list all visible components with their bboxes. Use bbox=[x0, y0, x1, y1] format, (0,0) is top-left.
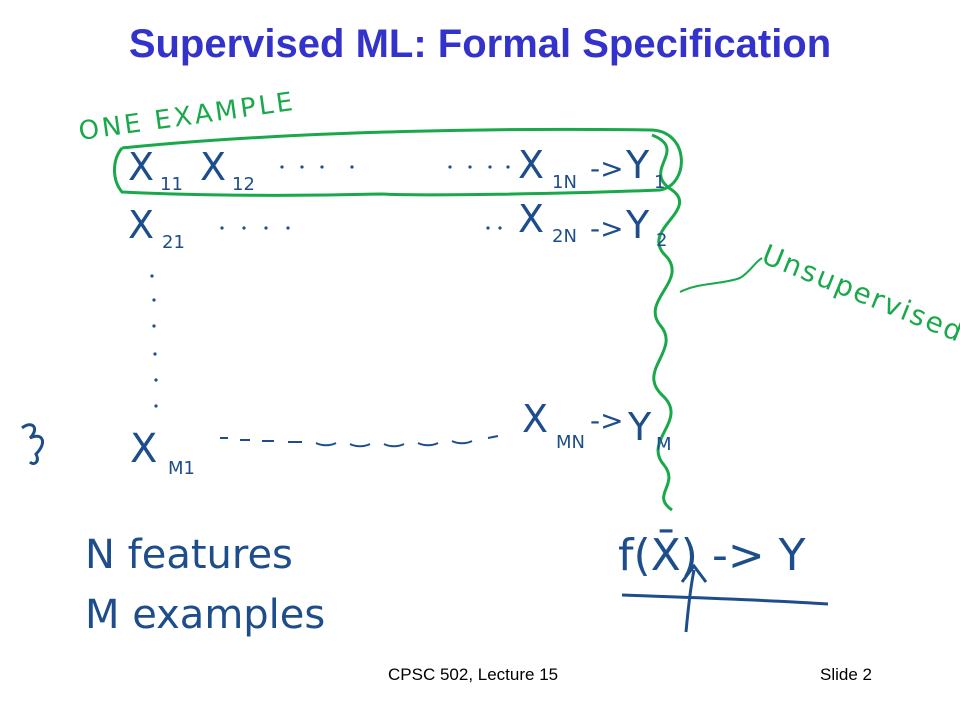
x11-symbol: X bbox=[128, 145, 154, 189]
m-examples-note: M examples bbox=[85, 592, 325, 638]
m-marker bbox=[21, 423, 45, 466]
row-m: X M1 X MN -> Y M bbox=[130, 397, 672, 479]
row-1-dots bbox=[280, 165, 510, 169]
example-box bbox=[113, 127, 683, 197]
xmn-sub: MN bbox=[556, 432, 585, 453]
ym-symbol: Y bbox=[627, 405, 652, 449]
ym-sub: M bbox=[656, 434, 672, 455]
x21-sub: 21 bbox=[162, 232, 185, 253]
function-underline bbox=[621, 593, 829, 606]
y1-symbol: Y bbox=[625, 143, 650, 187]
function-notation: f(X̄) -> Y bbox=[618, 528, 806, 581]
xm1-sub: M1 bbox=[168, 458, 195, 479]
n-features-note: N features bbox=[85, 532, 293, 578]
x2n-sub: 2N bbox=[552, 226, 577, 247]
x12-sub: 12 bbox=[232, 174, 255, 195]
unsupervised-wavy-line bbox=[651, 133, 681, 512]
unsupervised-label: Unsupervised bbox=[757, 238, 960, 349]
input-arrow bbox=[680, 563, 708, 633]
x21-symbol: X bbox=[128, 203, 154, 247]
row-m-dashes bbox=[220, 435, 499, 448]
y2-symbol: Y bbox=[625, 203, 650, 247]
x2n-symbol: X bbox=[518, 197, 544, 241]
row-2-dots bbox=[220, 226, 502, 230]
footer-course: CPSC 502, Lecture 15 bbox=[388, 665, 559, 684]
rowm-arrow: -> bbox=[590, 404, 624, 437]
footer-slide-number: Slide 2 bbox=[820, 665, 872, 684]
row1-arrow: -> bbox=[590, 152, 624, 185]
vertical-dots bbox=[150, 274, 158, 408]
x1n-symbol: X bbox=[518, 143, 544, 187]
x12-symbol: X bbox=[200, 145, 226, 189]
unsupervised-pointer bbox=[679, 257, 763, 293]
slide-title: Supervised ML: Formal Specification bbox=[128, 22, 832, 66]
xmn-symbol: X bbox=[522, 397, 548, 441]
y1-sub: 1 bbox=[654, 172, 665, 193]
row2-arrow: -> bbox=[590, 212, 624, 245]
y2-sub: 2 bbox=[656, 230, 667, 251]
row-2: X 21 X 2N -> Y 2 bbox=[128, 197, 667, 253]
x11-sub: 11 bbox=[160, 174, 183, 195]
x1n-sub: 1N bbox=[552, 172, 577, 193]
row-1: X 11 X 12 X 1N -> Y 1 bbox=[128, 143, 665, 195]
xm1-symbol: X bbox=[130, 426, 157, 472]
